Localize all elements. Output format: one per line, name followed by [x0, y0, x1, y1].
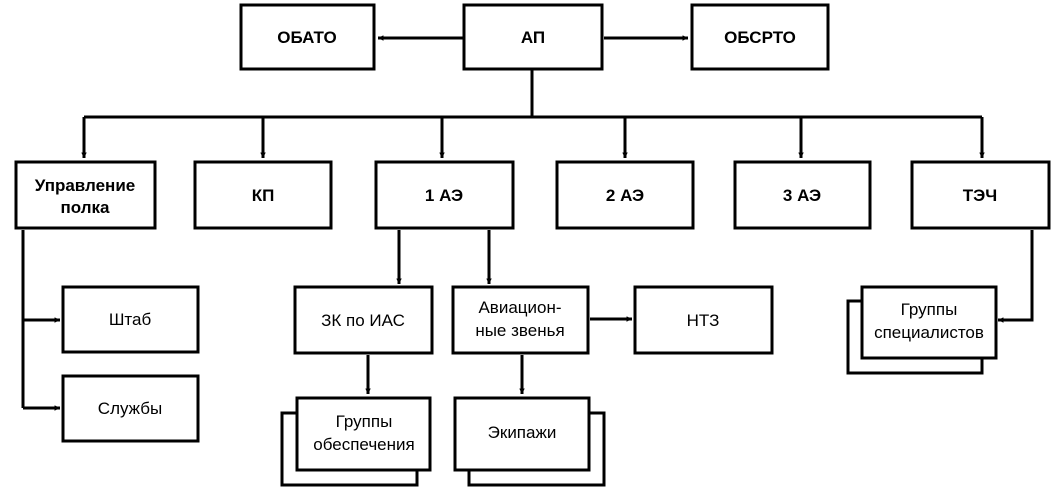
zk-ias-label: ЗК по ИАС — [321, 311, 405, 330]
gruppy-specialistov-label-line1: Группы — [901, 300, 958, 319]
sluzhby-label: Службы — [98, 399, 162, 418]
node-ntz: НТЗ — [633, 285, 774, 355]
kp-label: КП — [252, 186, 275, 205]
node-ae1: 1 АЭ — [374, 160, 515, 230]
node-shtab: Штаб — [61, 285, 200, 354]
ekipazhi-label: Экипажи — [488, 423, 557, 442]
shtab-label: Штаб — [109, 310, 152, 329]
gruppy-specialistov-label-line2: специалистов — [874, 323, 984, 342]
node-ae3: 3 АЭ — [733, 160, 872, 230]
node-ae2: 2 АЭ — [555, 160, 695, 230]
node-gruppy-specialistov: Группы специалистов — [846, 285, 998, 375]
svg-text:ные звенья: ные звенья — [475, 321, 564, 340]
ae2-label: 2 АЭ — [606, 186, 644, 205]
obsrto-label: ОБСРТО — [724, 28, 796, 47]
node-upravlenie-polka: Управление полка — [14, 160, 157, 230]
svg-text:ТЭЧ: ТЭЧ — [963, 186, 997, 205]
node-zk-ias: ЗК по ИАС — [293, 285, 434, 355]
svg-text:ЗК по ИАС: ЗК по ИАС — [321, 311, 405, 330]
gruppy-obespecheniya-label-line1: Группы — [336, 412, 393, 431]
obato-label: ОБАТО — [277, 28, 336, 47]
node-ekipazhi: Экипажи — [453, 396, 606, 487]
svg-text:ОБАТО: ОБАТО — [277, 28, 336, 47]
ntz-label: НТЗ — [687, 311, 720, 330]
node-sluzhby: Службы — [61, 374, 200, 443]
ae3-label: 3 АЭ — [783, 186, 821, 205]
svg-text:Штаб: Штаб — [109, 310, 152, 329]
node-obato: ОБАТО — [239, 3, 376, 71]
upravlenie-label-line1: Управление — [35, 176, 135, 195]
svg-text:3 АЭ: 3 АЭ — [783, 186, 821, 205]
aviazvenya-label-line2: ные звенья — [475, 321, 564, 340]
node-obsrto: ОБСРТО — [690, 3, 830, 71]
node-kp: КП — [193, 160, 333, 230]
svg-text:Экипажи: Экипажи — [488, 423, 557, 442]
node-ap: АП — [462, 3, 604, 71]
node-gruppy-obespecheniya: Группы обеспечения — [280, 396, 432, 487]
gruppy-obespecheniya-label-line2: обеспечения — [313, 435, 414, 454]
svg-text:Группы: Группы — [901, 300, 958, 319]
tech-label: ТЭЧ — [963, 186, 997, 205]
svg-text:2 АЭ: 2 АЭ — [606, 186, 644, 205]
svg-text:Управление: Управление — [35, 176, 135, 195]
svg-text:обеспечения: обеспечения — [313, 435, 414, 454]
svg-text:1 АЭ: 1 АЭ — [425, 186, 463, 205]
svg-text:специалистов: специалистов — [874, 323, 984, 342]
svg-text:Службы: Службы — [98, 399, 162, 418]
connectors — [21, 35, 1034, 411]
svg-text:полка: полка — [61, 198, 111, 217]
ap-label: АП — [521, 28, 545, 47]
svg-text:ОБСРТО: ОБСРТО — [724, 28, 796, 47]
upravlenie-label-line2: полка — [61, 198, 111, 217]
svg-text:Авиацион-: Авиацион- — [478, 298, 561, 317]
connector-tech-gruppy-spec — [998, 230, 1034, 323]
aviazvenya-label-line1: Авиацион- — [478, 298, 561, 317]
node-aviazvenya: Авиацион- ные звенья — [451, 285, 590, 355]
svg-text:Группы: Группы — [336, 412, 393, 431]
ae1-label: 1 АЭ — [425, 186, 463, 205]
node-tech: ТЭЧ — [910, 160, 1051, 230]
svg-text:НТЗ: НТЗ — [687, 311, 720, 330]
svg-text:АП: АП — [521, 28, 545, 47]
svg-text:КП: КП — [252, 186, 275, 205]
